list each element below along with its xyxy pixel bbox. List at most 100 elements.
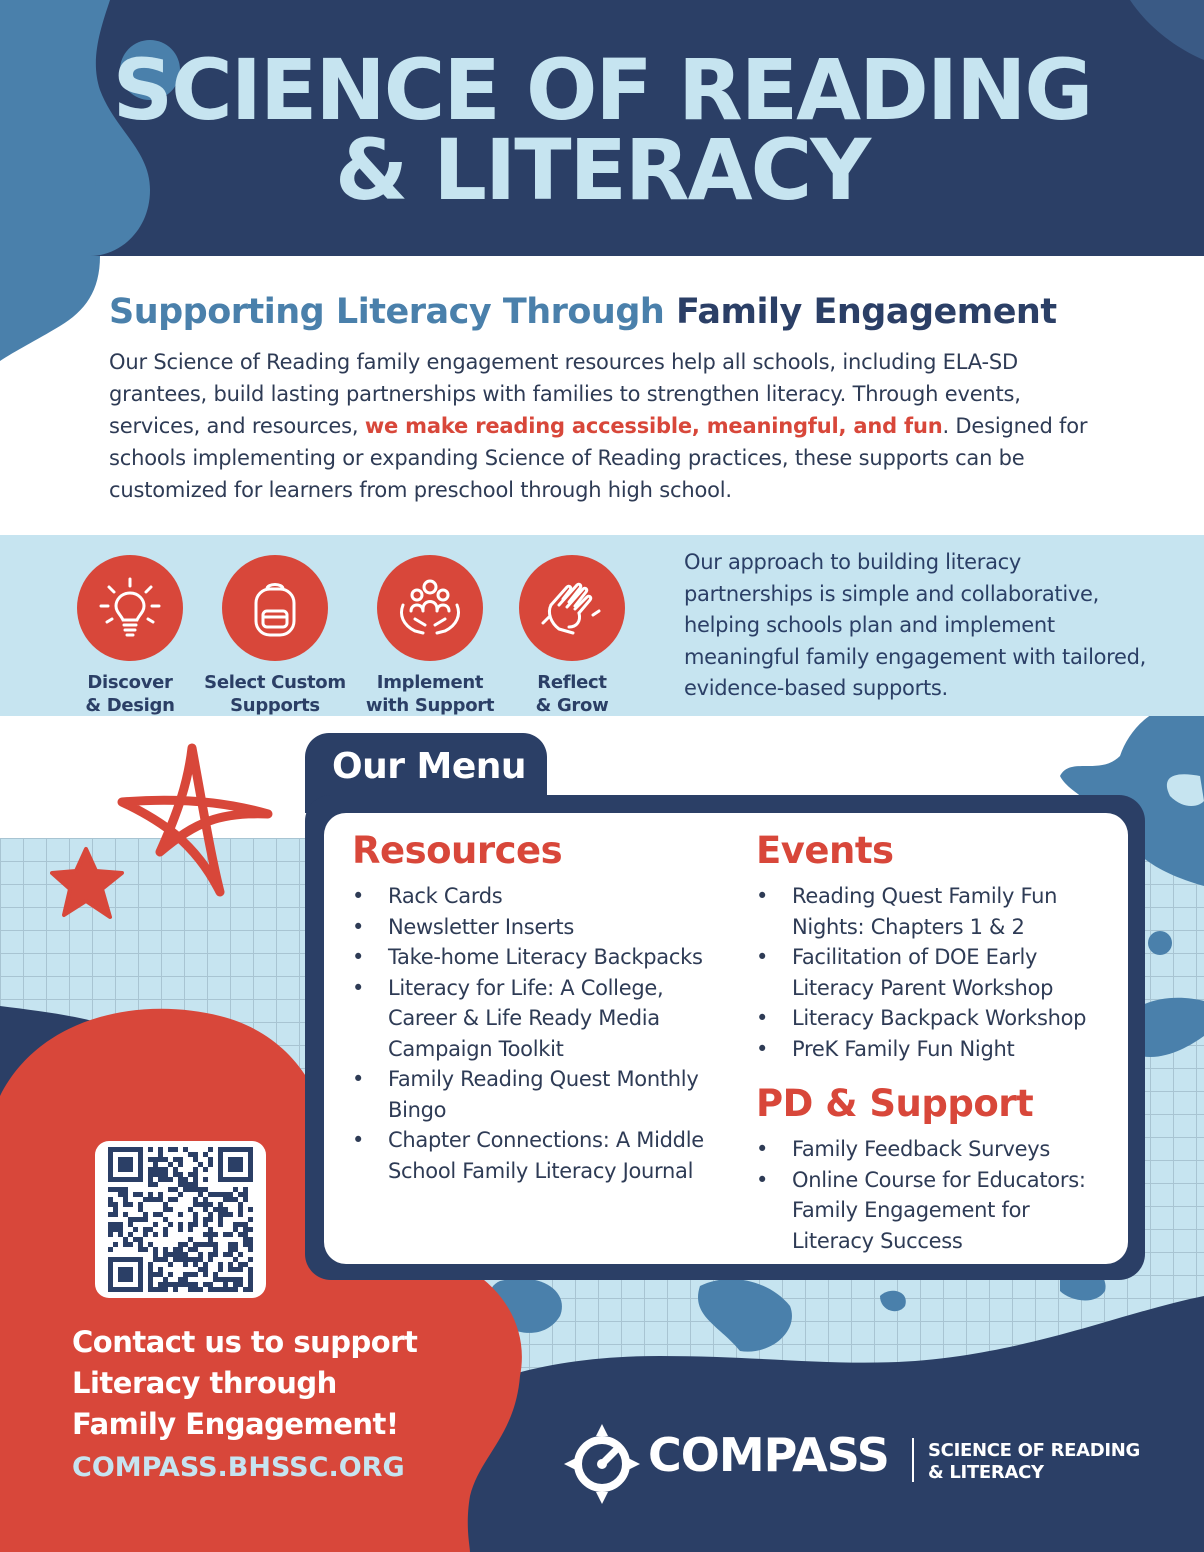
- qr-module: [108, 1247, 113, 1252]
- qr-module: [183, 1282, 188, 1287]
- qr-module: [153, 1247, 158, 1252]
- qr-module: [188, 1287, 193, 1292]
- qr-module: [108, 1212, 113, 1217]
- title-line-2: & LITERACY: [334, 121, 871, 219]
- qr-module: [108, 1282, 113, 1287]
- qr-module: [108, 1177, 113, 1182]
- qr-module: [128, 1177, 133, 1182]
- title-line-1: SCIENCE OF READING: [112, 41, 1094, 139]
- qr-module: [233, 1282, 238, 1287]
- family-icon: [400, 579, 460, 635]
- qr-module: [128, 1157, 133, 1162]
- qr-module: [108, 1267, 113, 1272]
- contact-line-2: Literacy through: [72, 1366, 337, 1400]
- list-item: Reading Quest Family Fun Nights: Chapter…: [756, 881, 1116, 942]
- qr-module: [108, 1227, 113, 1232]
- qr-module: [123, 1202, 128, 1207]
- qr-module: [113, 1187, 118, 1192]
- qr-module: [158, 1152, 163, 1157]
- qr-module: [208, 1212, 213, 1217]
- step-label-line: Discover: [87, 672, 173, 693]
- step-select-supports: Select Custom Supports: [195, 555, 355, 717]
- qr-module: [163, 1207, 168, 1212]
- events-column: Events Reading Quest Family Fun Nights: …: [756, 827, 1116, 1256]
- pd-support-heading: PD & Support: [756, 1082, 1034, 1125]
- qr-module: [148, 1167, 153, 1172]
- qr-module: [228, 1262, 233, 1267]
- qr-module: [108, 1287, 113, 1292]
- qr-module: [193, 1182, 198, 1187]
- events-list: Reading Quest Family Fun Nights: Chapter…: [756, 881, 1116, 1064]
- qr-module: [118, 1187, 123, 1192]
- qr-module: [138, 1162, 143, 1167]
- qr-module: [138, 1257, 143, 1262]
- intro-paragraph: Our Science of Reading family engagement…: [109, 346, 1089, 506]
- qr-module: [108, 1272, 113, 1277]
- qr-module: [228, 1277, 233, 1282]
- step-label: Reflect & Grow: [492, 671, 652, 717]
- qr-module: [138, 1157, 143, 1162]
- qr-module: [238, 1202, 243, 1207]
- qr-module: [223, 1207, 228, 1212]
- qr-module: [118, 1257, 123, 1262]
- qr-module: [123, 1237, 128, 1242]
- qr-module: [183, 1257, 188, 1262]
- website-link[interactable]: COMPASS.BHSSC.ORG: [72, 1452, 405, 1483]
- qr-module: [148, 1272, 153, 1277]
- qr-module: [183, 1177, 188, 1182]
- list-item: Chapter Connections: A Middle School Fam…: [352, 1125, 732, 1186]
- qr-module: [208, 1227, 213, 1232]
- qr-module: [223, 1177, 228, 1182]
- contact-message: Contact us to support Literacy through F…: [72, 1322, 492, 1445]
- step-label-line: with Support: [365, 695, 495, 716]
- qr-module: [218, 1157, 223, 1162]
- qr-module: [168, 1187, 173, 1192]
- qr-module: [248, 1207, 253, 1212]
- qr-module: [123, 1147, 128, 1152]
- qr-module: [193, 1287, 198, 1292]
- qr-module: [178, 1277, 183, 1282]
- qr-module: [233, 1167, 238, 1172]
- qr-module: [138, 1277, 143, 1282]
- qr-module: [128, 1272, 133, 1277]
- qr-module: [108, 1202, 113, 1207]
- qr-module: [163, 1167, 168, 1172]
- logo-subtitle-line-1: SCIENCE OF READING: [928, 1440, 1141, 1461]
- qr-module: [223, 1232, 228, 1237]
- step-circle: [377, 555, 483, 661]
- qr-module: [108, 1157, 113, 1162]
- contact-line-1: Contact us to support: [72, 1325, 418, 1359]
- qr-module: [118, 1287, 123, 1292]
- qr-module: [113, 1227, 118, 1232]
- qr-module: [138, 1202, 143, 1207]
- qr-code-card[interactable]: [95, 1141, 266, 1298]
- qr-module: [168, 1177, 173, 1182]
- qr-module: [153, 1182, 158, 1187]
- qr-module: [218, 1267, 223, 1272]
- star-outline-icon: [117, 743, 273, 897]
- step-circle: [519, 555, 625, 661]
- qr-module: [118, 1147, 123, 1152]
- qr-module: [193, 1177, 198, 1182]
- menu-card: Resources Rack Cards Newsletter Inserts …: [324, 813, 1128, 1264]
- qr-module: [208, 1192, 213, 1197]
- qr-module: [113, 1207, 118, 1212]
- qr-module: [233, 1197, 238, 1202]
- list-item: Online Course for Educators: Family Enga…: [756, 1165, 1116, 1257]
- handshake-icon: [541, 582, 601, 635]
- qr-module: [118, 1167, 123, 1172]
- qr-module: [233, 1147, 238, 1152]
- qr-module: [208, 1217, 213, 1222]
- step-label-line: Reflect: [537, 672, 607, 693]
- qr-module: [218, 1147, 223, 1152]
- qr-module: [123, 1257, 128, 1262]
- qr-module: [178, 1227, 183, 1232]
- qr-module: [203, 1167, 208, 1172]
- logo-subtitle-line-2: & LITERACY: [928, 1462, 1044, 1483]
- qr-module: [118, 1232, 123, 1237]
- qr-module: [193, 1167, 198, 1172]
- qr-module: [233, 1222, 238, 1227]
- qr-module: [248, 1167, 253, 1172]
- qr-module: [178, 1222, 183, 1227]
- qr-module: [203, 1177, 208, 1182]
